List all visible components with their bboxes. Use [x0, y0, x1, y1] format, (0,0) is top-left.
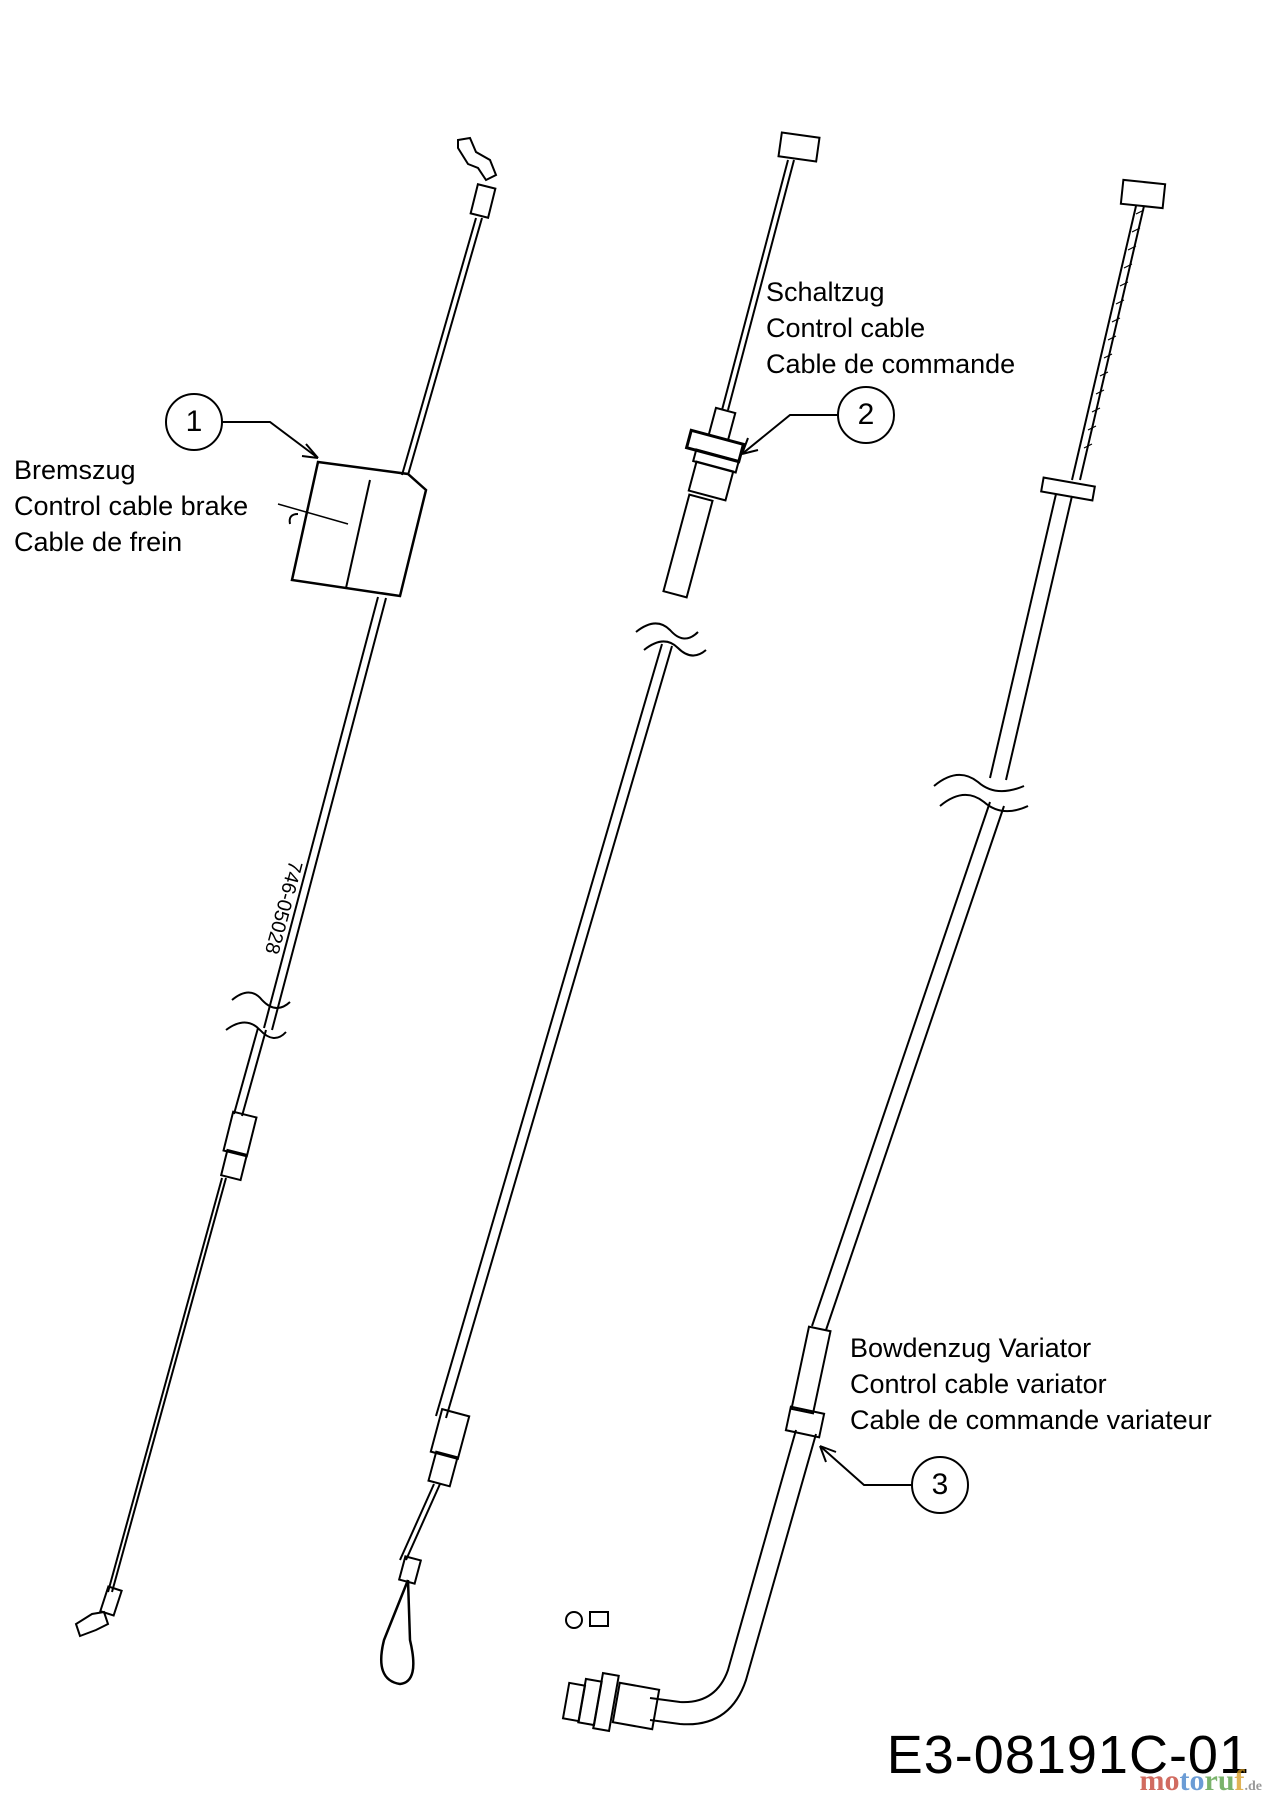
watermark-part-4: f: [1234, 1764, 1245, 1797]
brake-cable-label-fr: Cable de frein: [14, 527, 183, 557]
control-cable-label-de: Schaltzug: [766, 277, 885, 307]
variator-cable-label-fr: Cable de commande variateur: [850, 1405, 1212, 1435]
watermark-part-3: ru: [1204, 1764, 1235, 1797]
control-cable-label-fr: Cable de commande: [766, 349, 1016, 379]
variator-cable-label-de: Bowdenzug Variator: [850, 1333, 1092, 1363]
watermark-logo: motoruf.de: [1140, 1764, 1263, 1798]
callout-1-number: 1: [185, 405, 203, 438]
brake-label-leader: [277, 503, 349, 525]
watermark-part-2: to: [1179, 1764, 1205, 1797]
callout-1: [165, 393, 319, 459]
variator-cable-label-en: Control cable variator: [850, 1369, 1107, 1399]
brake-cable-drawing: [74, 136, 498, 1638]
callout-3: [819, 1445, 969, 1514]
figure-code: E3-08191C-01: [886, 1725, 1250, 1785]
callout-3-number: 3: [931, 1468, 949, 1501]
variator-cable-drawing: [561, 178, 1167, 1733]
brake-cable-label-en: Control cable brake: [14, 491, 249, 521]
watermark-part-1: mo: [1139, 1764, 1180, 1797]
control-cable-drawing: [380, 131, 821, 1686]
callout-2: [741, 386, 895, 455]
callout-2-number: 2: [857, 398, 875, 431]
watermark-tld: .de: [1244, 1779, 1263, 1794]
control-cable-label-en: Control cable: [766, 313, 926, 343]
brake-cable-label-de: Bremszug: [14, 455, 136, 485]
